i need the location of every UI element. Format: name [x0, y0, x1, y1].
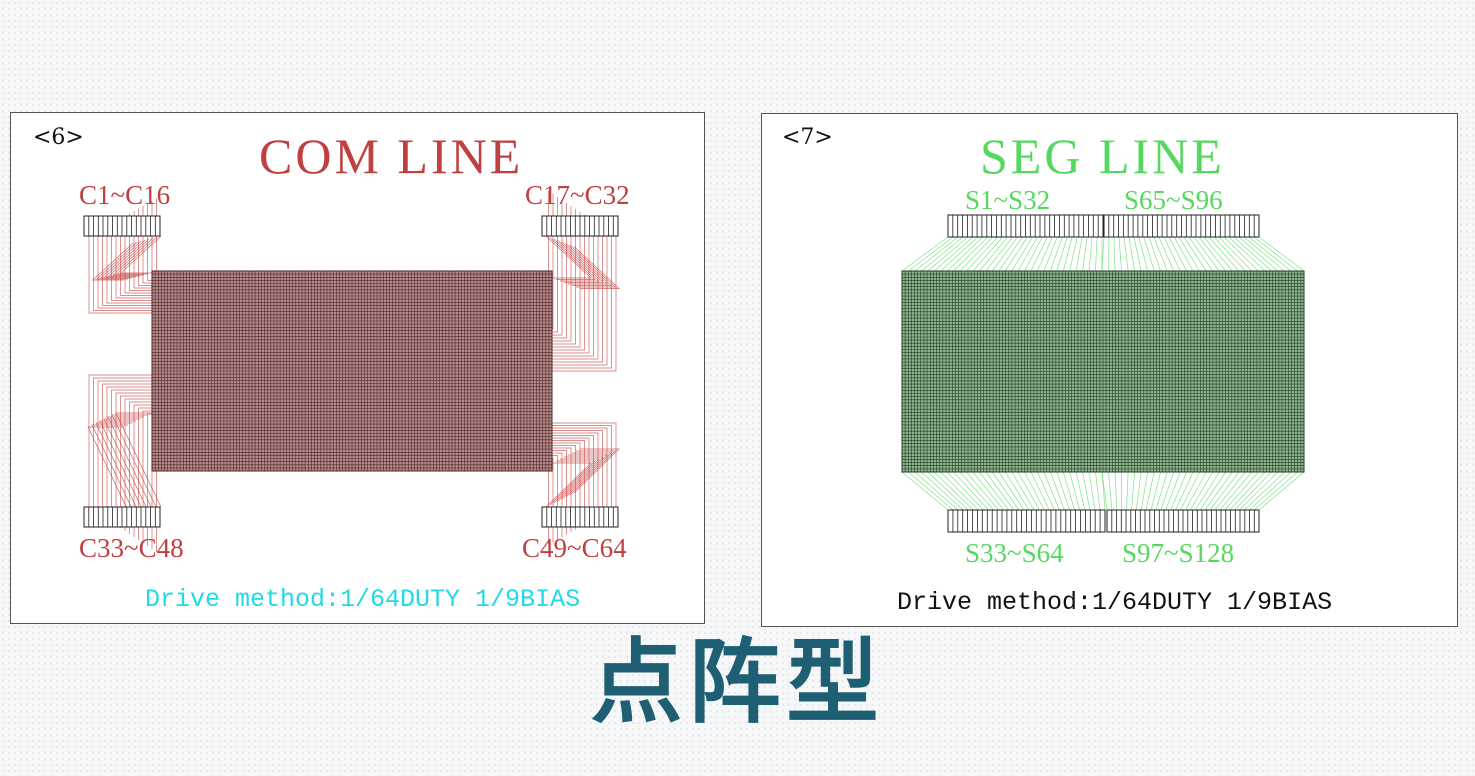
label-s65-s96: S65~S96 — [1124, 185, 1223, 215]
seg-line-diagram: <7> SEG LINE S1~S32 S65~S96 S33~S64 S97~… — [782, 125, 1332, 617]
label-c1-c16: C1~C16 — [79, 180, 170, 210]
com-wiring-graphics — [83, 191, 620, 552]
seg-line-panel: <7> SEG LINE S1~S32 S65~S96 S33~S64 S97~… — [761, 113, 1458, 627]
drive-method-text: Drive method:1/64DUTY 1/9BIAS — [145, 585, 580, 614]
dot-matrix-grid — [902, 271, 1304, 472]
panel-number: <6> — [33, 125, 84, 150]
dot-matrix-grid — [152, 271, 552, 471]
panel-number: <7> — [782, 125, 833, 150]
seg-line-title: SEG LINE — [980, 128, 1225, 184]
label-s33-s64: S33~S64 — [965, 538, 1064, 568]
label-c17-c32: C17~C32 — [525, 180, 630, 210]
label-c49-c64: C49~C64 — [522, 533, 627, 563]
label-s1-s32: S1~S32 — [965, 185, 1050, 215]
label-s97-s128: S97~S128 — [1122, 538, 1234, 568]
com-line-diagram: <6> COM LINE C1~C16 C17~C32 C33~C48 C49~… — [33, 125, 630, 614]
com-line-title: COM LINE — [259, 128, 523, 184]
seg-wiring-graphics — [901, 214, 1305, 533]
drive-method-text: Drive method:1/64DUTY 1/9BIAS — [897, 588, 1332, 617]
com-line-panel: <6> COM LINE C1~C16 C17~C32 C33~C48 C49~… — [10, 112, 705, 624]
label-c33-c48: C33~C48 — [79, 533, 184, 563]
page-caption: 点阵型 — [590, 629, 885, 736]
